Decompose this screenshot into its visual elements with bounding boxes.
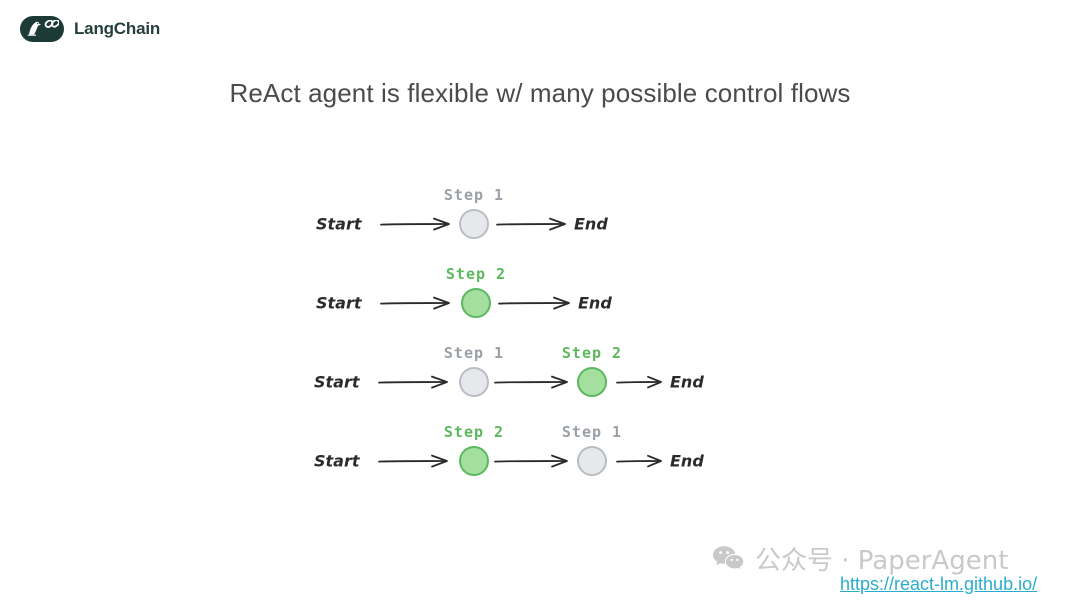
source-url-link[interactable]: https://react-lm.github.io/ (840, 574, 1038, 594)
flow-node-step2 (461, 288, 491, 318)
arrow-icon (616, 375, 668, 389)
end-label: End (670, 372, 704, 392)
end-label: End (670, 451, 704, 471)
watermark-text: 公众号 · PaperAgent (755, 546, 1009, 576)
flow-row-3: Start Step 1 Step 2 (300, 344, 760, 423)
page-title: ReAct agent is flexible w/ many possible… (229, 78, 851, 108)
arrow-icon (496, 217, 574, 231)
node-label: Step 2 (561, 344, 623, 362)
arrow-icon (494, 454, 576, 468)
flow-row-4: Start Step 2 Step 1 (300, 423, 760, 502)
arrow-icon (378, 375, 456, 389)
start-label: Start (316, 293, 362, 313)
flow-row-2: Start Step 2 End (300, 265, 760, 344)
flow-node-step1 (577, 446, 607, 476)
arrow-icon (380, 217, 458, 231)
end-label: End (578, 293, 612, 313)
node-label: Step 1 (443, 186, 505, 204)
arrow-icon (494, 375, 576, 389)
node-label: Step 1 (443, 344, 505, 362)
langchain-logo: LangChain (20, 16, 160, 42)
wechat-watermark: 公众号 · PaperAgent (712, 540, 1008, 577)
node-label: Step 2 (445, 265, 507, 283)
start-label: Start (314, 451, 360, 471)
flow-row-1: Start Step 1 End (300, 186, 760, 265)
arrow-icon (378, 454, 456, 468)
flow-node-step1 (459, 367, 489, 397)
control-flow-diagram: Start Step 1 End Start (300, 186, 760, 502)
node-label: Step 2 (443, 423, 505, 441)
arrow-icon (380, 296, 458, 310)
wechat-icon (712, 545, 746, 573)
arrow-icon (498, 296, 578, 310)
flow-node-step2 (577, 367, 607, 397)
langchain-parrot-link-icon (20, 16, 64, 42)
start-label: Start (316, 214, 362, 234)
start-label: Start (314, 372, 360, 392)
arrow-icon (616, 454, 668, 468)
node-label: Step 1 (561, 423, 623, 441)
end-label: End (574, 214, 608, 234)
langchain-wordmark: LangChain (74, 19, 161, 38)
flow-node-step2 (459, 446, 489, 476)
flow-node-step1 (459, 209, 489, 239)
